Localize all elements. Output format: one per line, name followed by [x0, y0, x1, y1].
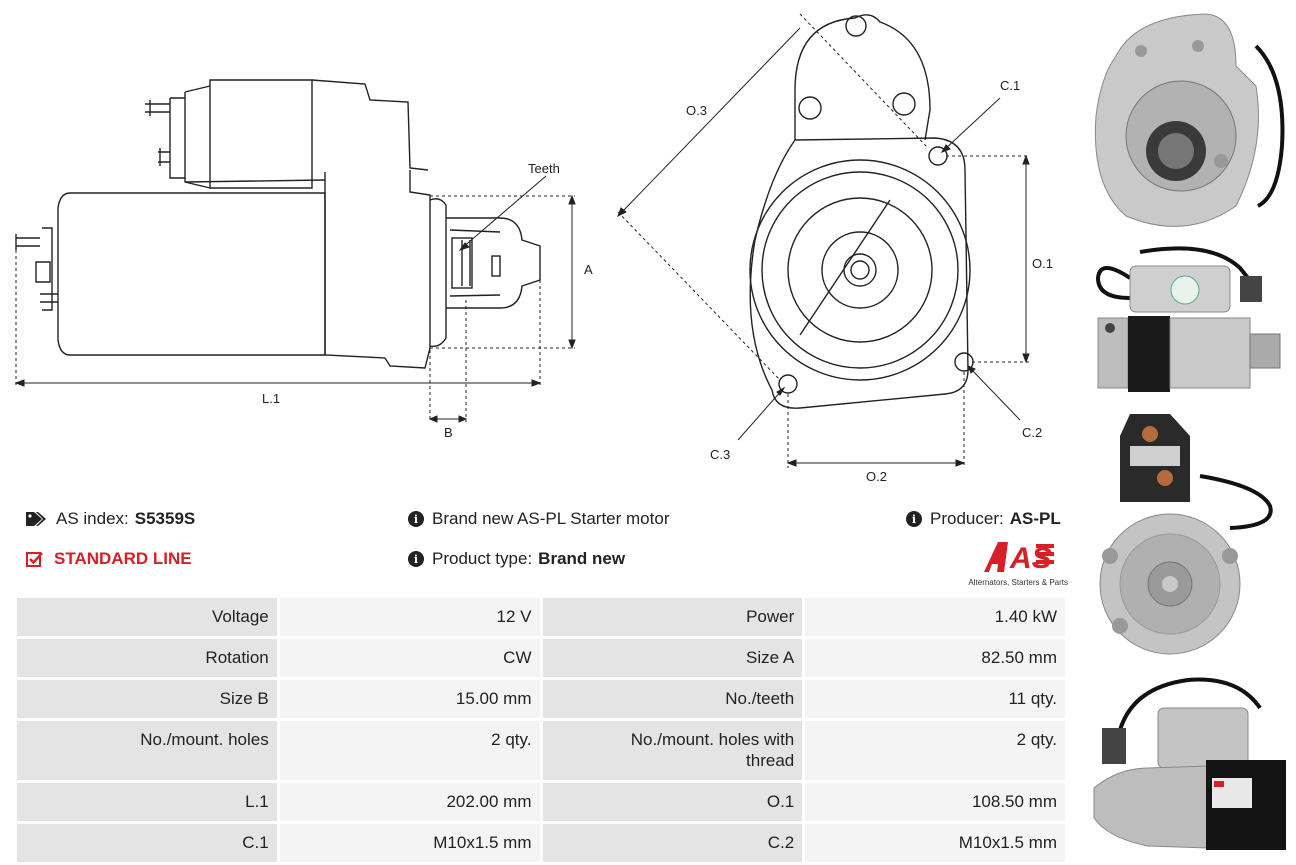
spec-label: Power: [542, 598, 803, 636]
dim-o3-label: O.3: [686, 103, 707, 118]
spec-value: 2 qty.: [279, 721, 540, 780]
table-row: Size B 15.00 mm No./teeth 11 qty.: [17, 680, 1065, 718]
spec-value: 108.50 mm: [805, 783, 1065, 821]
product-photo-side[interactable]: [1090, 238, 1290, 398]
description-text: Brand new AS-PL Starter motor: [432, 509, 670, 528]
spec-value: 82.50 mm: [805, 639, 1065, 677]
spec-label: O.1: [542, 783, 803, 821]
producer-value: AS-PL: [1009, 509, 1061, 528]
description-row: i Brand new AS-PL Starter motor: [408, 509, 669, 529]
spec-table: Voltage 12 V Power 1.40 kW Rotation CW S…: [14, 595, 1068, 865]
spec-label: No./mount. holes: [17, 721, 277, 780]
standard-line-label: STANDARD LINE: [54, 549, 192, 568]
spec-value: M10x1.5 mm: [279, 824, 540, 862]
dim-o2-label: O.2: [866, 469, 887, 484]
dim-c3-label: C.3: [710, 447, 730, 462]
product-type-label: Product type:: [432, 549, 533, 568]
spec-label: Size A: [542, 639, 803, 677]
product-photo-rear[interactable]: [1090, 406, 1290, 660]
as-index-row: AS index: S5359S: [26, 509, 195, 529]
spec-value: 12 V: [279, 598, 540, 636]
producer-row: i Producer: AS-PL: [906, 509, 1061, 529]
dim-l1-label: L.1: [262, 391, 280, 406]
spec-value: 202.00 mm: [279, 783, 540, 821]
spec-label: L.1: [17, 783, 277, 821]
product-photo-front[interactable]: [1086, 6, 1290, 236]
spec-value: M10x1.5 mm: [805, 824, 1065, 862]
product-photo-angle[interactable]: [1088, 668, 1292, 858]
dim-b-label: B: [444, 425, 453, 440]
producer-logo: AS Alternators, Starters & Parts: [964, 540, 1068, 587]
spec-value: 15.00 mm: [279, 680, 540, 718]
product-type-row: i Product type: Brand new: [408, 549, 625, 569]
table-row: No./mount. holes 2 qty. No./mount. holes…: [17, 721, 1065, 780]
spec-label: Rotation: [17, 639, 277, 677]
info-icon: i: [906, 511, 922, 527]
spec-value: 11 qty.: [805, 680, 1065, 718]
dim-a-label: A: [584, 262, 593, 277]
as-index-label: AS index:: [56, 509, 129, 528]
teeth-label: Teeth: [528, 161, 560, 176]
dim-c2-label: C.2: [1022, 425, 1042, 440]
spec-label: No./teeth: [542, 680, 803, 718]
spec-label: C.2: [542, 824, 803, 862]
spec-label: No./mount. holes with thread: [542, 721, 803, 780]
producer-label: Producer:: [930, 509, 1004, 528]
spec-value: 1.40 kW: [805, 598, 1065, 636]
tags-icon: [26, 512, 46, 526]
front-view-drawing: C.1 O.1 C.2 O.2 C.3 O.3: [617, 13, 1053, 484]
logo-mark: AS: [984, 542, 1054, 575]
spec-value: CW: [279, 639, 540, 677]
checkbox-icon: [26, 552, 43, 567]
product-type-value: Brand new: [538, 549, 626, 568]
info-icon: i: [408, 551, 424, 567]
spec-label: Voltage: [17, 598, 277, 636]
dim-c1-label: C.1: [1000, 78, 1020, 93]
table-row: Rotation CW Size A 82.50 mm: [17, 639, 1065, 677]
spec-value: 2 qty.: [805, 721, 1065, 780]
table-row: Voltage 12 V Power 1.40 kW: [17, 598, 1065, 636]
spec-label: Size B: [17, 680, 277, 718]
as-index-value: S5359S: [134, 509, 196, 528]
dim-o1-label: O.1: [1032, 256, 1053, 271]
standard-line-row: STANDARD LINE: [26, 549, 192, 569]
table-row: L.1 202.00 mm O.1 108.50 mm: [17, 783, 1065, 821]
spec-label: C.1: [17, 824, 277, 862]
info-icon: i: [408, 511, 424, 527]
side-view-drawing: Teeth A B L.1: [14, 79, 593, 440]
table-row: C.1 M10x1.5 mm C.2 M10x1.5 mm: [17, 824, 1065, 862]
logo-tagline: Alternators, Starters & Parts: [968, 578, 1068, 587]
